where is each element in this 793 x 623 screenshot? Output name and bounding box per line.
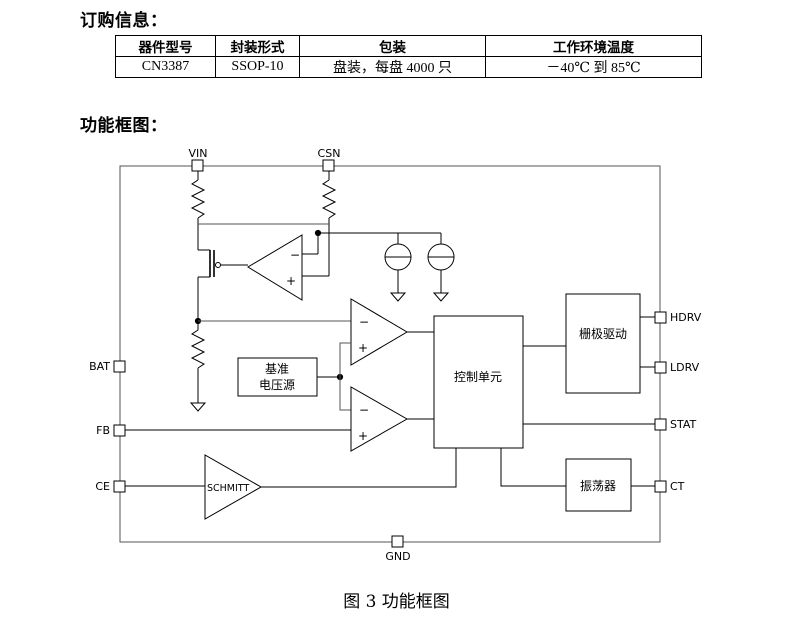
pmos-gate-bubble	[215, 262, 221, 268]
control-unit-block	[433, 315, 524, 449]
pin-gnd-label: GND	[385, 550, 410, 563]
pin-ldrv-label: LDRV	[670, 361, 700, 374]
pin-bat-label: BAT	[89, 360, 110, 373]
pin-hdrv-box	[654, 311, 667, 324]
pin-ct-box	[654, 480, 667, 493]
wire	[339, 342, 351, 377]
control-unit-label: 控制单元	[454, 370, 502, 384]
block-diagram: VIN CSN − + BAT − + 基准	[89, 147, 702, 563]
pin-stat-label: STAT	[670, 418, 697, 431]
pin-ce-label: CE	[95, 480, 110, 493]
resistor-csn	[321, 179, 337, 219]
table-row: CN3387 SSOP-10 盘装，每盘 4000 只 －40℃ 到 85℃	[115, 56, 702, 78]
pin-ct-label: CT	[670, 480, 685, 493]
order-info-heading: 订购信息：	[80, 11, 168, 31]
oscillator-label: 振荡器	[580, 479, 616, 493]
ground-symbol	[432, 292, 450, 302]
cmp-upper-minus: −	[359, 315, 369, 329]
wire	[339, 377, 351, 411]
error-amplifier-1	[247, 234, 303, 301]
cell-temperature: －40℃ 到 85℃	[485, 56, 702, 78]
col-header-packing: 包装	[299, 35, 486, 57]
amp1-plus: +	[286, 274, 296, 288]
pin-vin-box	[191, 159, 204, 172]
ground-symbol	[389, 292, 407, 302]
chip-outline	[119, 165, 661, 543]
pin-bat-box	[113, 360, 126, 373]
gate-driver-label: 栅极驱动	[579, 326, 627, 341]
cell-package: SSOP-10	[215, 56, 300, 78]
col-header-temperature: 工作环境温度	[485, 35, 702, 57]
comparator-lower	[350, 386, 409, 452]
wire	[261, 448, 457, 488]
pin-stat-box	[654, 418, 667, 431]
cmp-upper-plus: +	[358, 341, 368, 355]
schmitt-trigger	[204, 454, 263, 520]
resistor-divider	[190, 329, 206, 369]
schmitt-label: SCHMITT	[207, 483, 249, 494]
pin-csn-box	[322, 159, 335, 172]
cmp-lower-plus: +	[358, 429, 368, 443]
pin-gnd-box	[391, 535, 404, 548]
amp1-minus: −	[290, 248, 300, 262]
figure-caption: 图 3 功能框图	[343, 592, 450, 612]
table-header-row: 器件型号 封装形式 包装 工作环境温度	[115, 35, 702, 57]
cell-part-number: CN3387	[115, 56, 216, 78]
comparator-upper	[350, 298, 408, 366]
order-info-table: 器件型号 封装形式 包装 工作环境温度 CN3387 SSOP-10 盘装，每盘…	[115, 35, 702, 78]
gate-driver-block	[565, 293, 641, 394]
pin-fb-label: FB	[96, 424, 110, 437]
reference-label-line1: 基准	[265, 362, 289, 376]
col-header-package: 封装形式	[215, 35, 300, 57]
cell-packing: 盘装，每盘 4000 只	[299, 56, 486, 78]
pin-ldrv-box	[654, 361, 667, 374]
pin-vin-label: VIN	[189, 147, 208, 160]
wire	[500, 448, 566, 487]
pin-csn-label: CSN	[318, 147, 341, 160]
resistor-vin	[190, 179, 206, 219]
reference-label-line2: 电压源	[259, 378, 295, 392]
col-header-part-number: 器件型号	[115, 35, 216, 57]
ground-symbol	[189, 402, 207, 412]
pin-ce-box	[113, 480, 126, 493]
oscillator-block	[565, 458, 632, 512]
pin-fb-box	[113, 424, 126, 437]
cmp-lower-minus: −	[359, 403, 369, 417]
pin-hdrv-label: HDRV	[670, 311, 702, 324]
block-diagram-heading: 功能框图：	[80, 116, 168, 136]
